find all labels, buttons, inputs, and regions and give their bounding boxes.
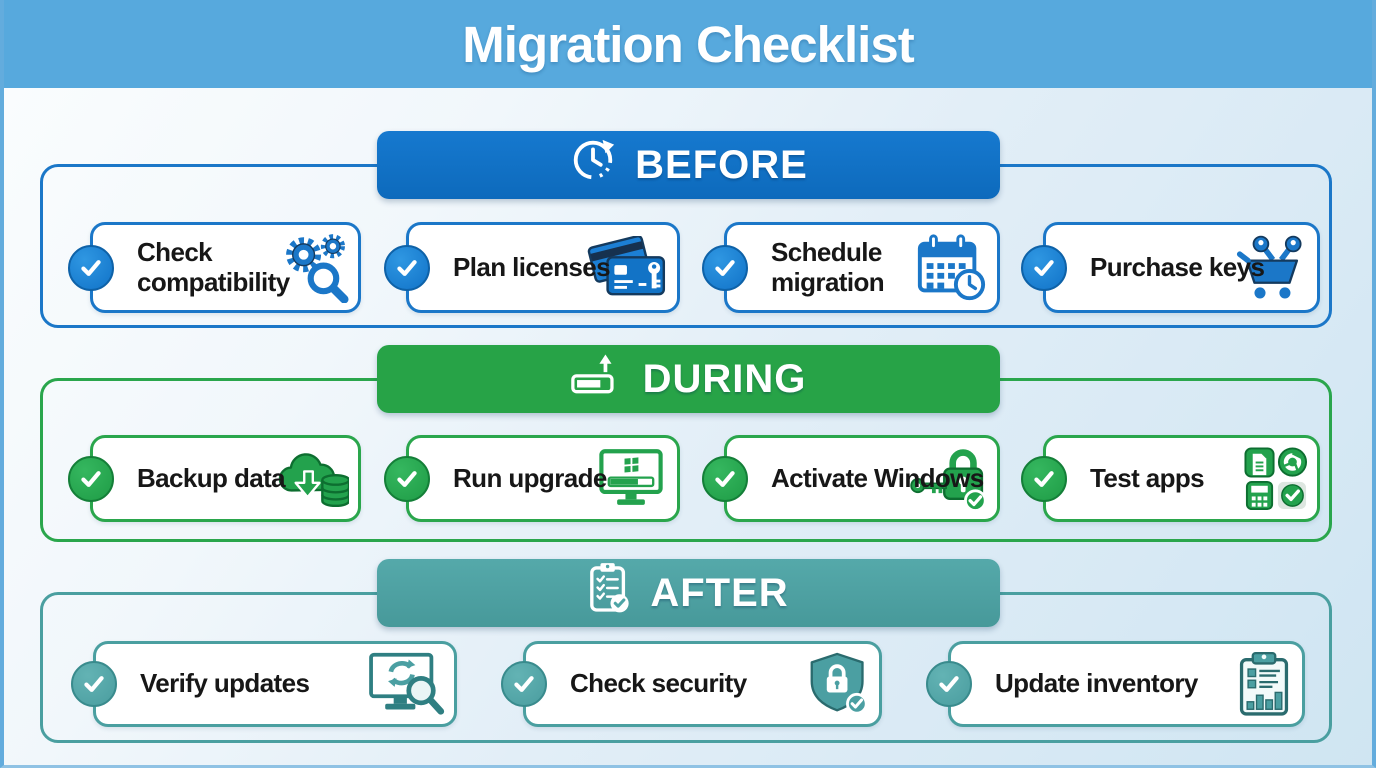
checked-icon xyxy=(702,244,748,291)
history-clock-icon xyxy=(569,136,617,194)
page-title: Migration Checklist xyxy=(462,15,914,73)
monitor-refresh-magnifier-icon xyxy=(365,651,445,717)
checked-icon xyxy=(501,661,547,707)
shield-lock-check-icon xyxy=(808,651,870,717)
checklist-item-update-inventory: Update inventory xyxy=(926,641,1305,727)
section-label: AFTER xyxy=(650,570,789,615)
item-label: Activate Windows xyxy=(771,462,984,493)
install-progress-icon xyxy=(570,352,625,406)
item-label: Update inventory xyxy=(995,668,1198,699)
checklist-item-schedule-migration: Schedule migration xyxy=(702,222,1000,313)
calendar-clock-icon xyxy=(914,233,988,303)
checklist-item-check-compatibility: Check compatibility xyxy=(68,222,361,313)
item-label: Schedule migration xyxy=(771,237,885,297)
item-label: Run upgrade xyxy=(453,462,607,493)
checked-icon xyxy=(68,244,114,291)
gears-magnifier-icon xyxy=(279,233,349,303)
checklist-item-test-apps: Test apps xyxy=(1021,435,1320,522)
item-label: Check security xyxy=(570,668,747,699)
checked-icon xyxy=(702,455,748,502)
item-label: Backup data xyxy=(137,462,286,493)
checked-icon xyxy=(68,455,114,502)
checked-icon xyxy=(1021,455,1067,502)
checked-icon xyxy=(384,455,430,502)
checklist-item-verify-updates: Verify updates xyxy=(71,641,457,727)
title-bar: Migration Checklist xyxy=(0,0,1376,88)
section-label: DURING xyxy=(642,356,807,401)
item-label: Check compatibility xyxy=(137,237,290,297)
checklist-item-backup-data: Backup data xyxy=(68,435,361,522)
checklist-item-plan-licenses: Plan licenses xyxy=(384,222,680,313)
credit-cards-key-icon xyxy=(584,234,668,300)
checklist-item-run-upgrade: Run upgrade xyxy=(384,435,680,522)
checked-icon xyxy=(1021,244,1067,291)
section-header-after: AFTER xyxy=(377,559,1000,627)
app-grid-icon xyxy=(1244,446,1308,511)
cart-keys-icon xyxy=(1236,233,1308,303)
checklist-item-purchase-keys: Purchase keys xyxy=(1021,222,1320,313)
clipboard-inventory-icon xyxy=(1235,651,1293,717)
checklist-item-check-security: Check security xyxy=(501,641,882,727)
item-label: Plan licenses xyxy=(453,251,611,282)
checklist-item-activate-windows: Activate Windows xyxy=(702,435,1000,522)
checked-icon xyxy=(384,244,430,291)
item-label: Test apps xyxy=(1090,462,1205,493)
item-label: Purchase keys xyxy=(1090,251,1265,282)
checked-icon xyxy=(71,661,117,707)
section-header-before: BEFORE xyxy=(377,131,1000,199)
cloud-download-database-icon xyxy=(269,445,351,513)
checked-icon xyxy=(926,661,972,707)
item-label: Verify updates xyxy=(140,668,310,699)
clipboard-check-icon xyxy=(588,562,632,624)
lock-key-check-icon xyxy=(908,446,988,512)
monitor-windows-upgrade-icon xyxy=(594,446,668,512)
section-label: BEFORE xyxy=(635,142,808,187)
section-header-during: DURING xyxy=(377,345,1000,413)
